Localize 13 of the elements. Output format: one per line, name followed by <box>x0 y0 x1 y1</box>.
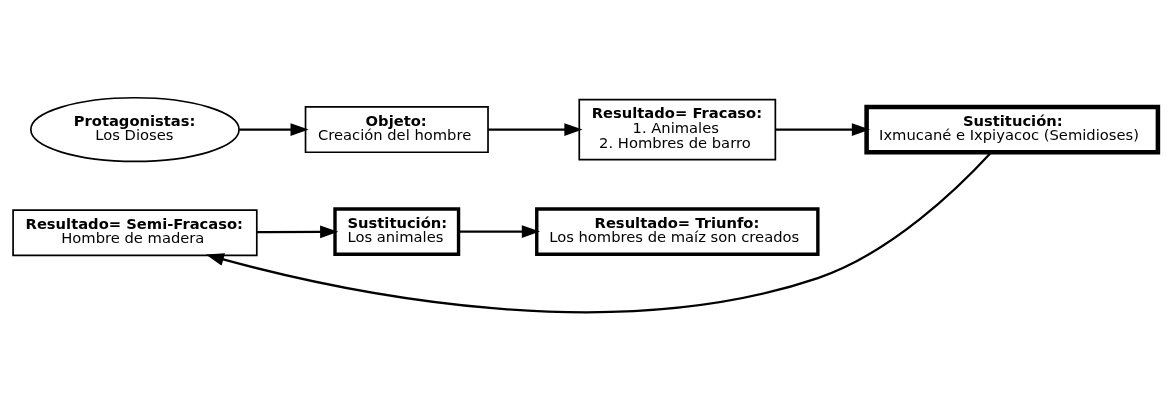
arrow <box>458 224 540 238</box>
node-box: Sustitución: Ixmucané e Ixpiyacoc (Semidioses) <box>864 104 1161 155</box>
arrow <box>775 122 870 136</box>
node-box: Resultado= Semi-Fracaso: Hombre de madera <box>12 208 258 256</box>
node-box: Resultado= Fracaso: 1. Animales 2. Hombres de barro <box>578 98 777 160</box>
node-box: Objeto: Creación del hombre <box>304 105 489 153</box>
arrow <box>239 122 309 136</box>
arrow <box>488 122 583 136</box>
arrow <box>257 225 339 238</box>
node-box: Sustitución: Los animales <box>333 206 461 256</box>
node-box: Resultado= Triunfo: Los hombres de maíz son creados <box>535 206 820 256</box>
node-ellipse: Protagonistas: Los Dioses <box>29 96 240 162</box>
arrow <box>205 151 993 313</box>
